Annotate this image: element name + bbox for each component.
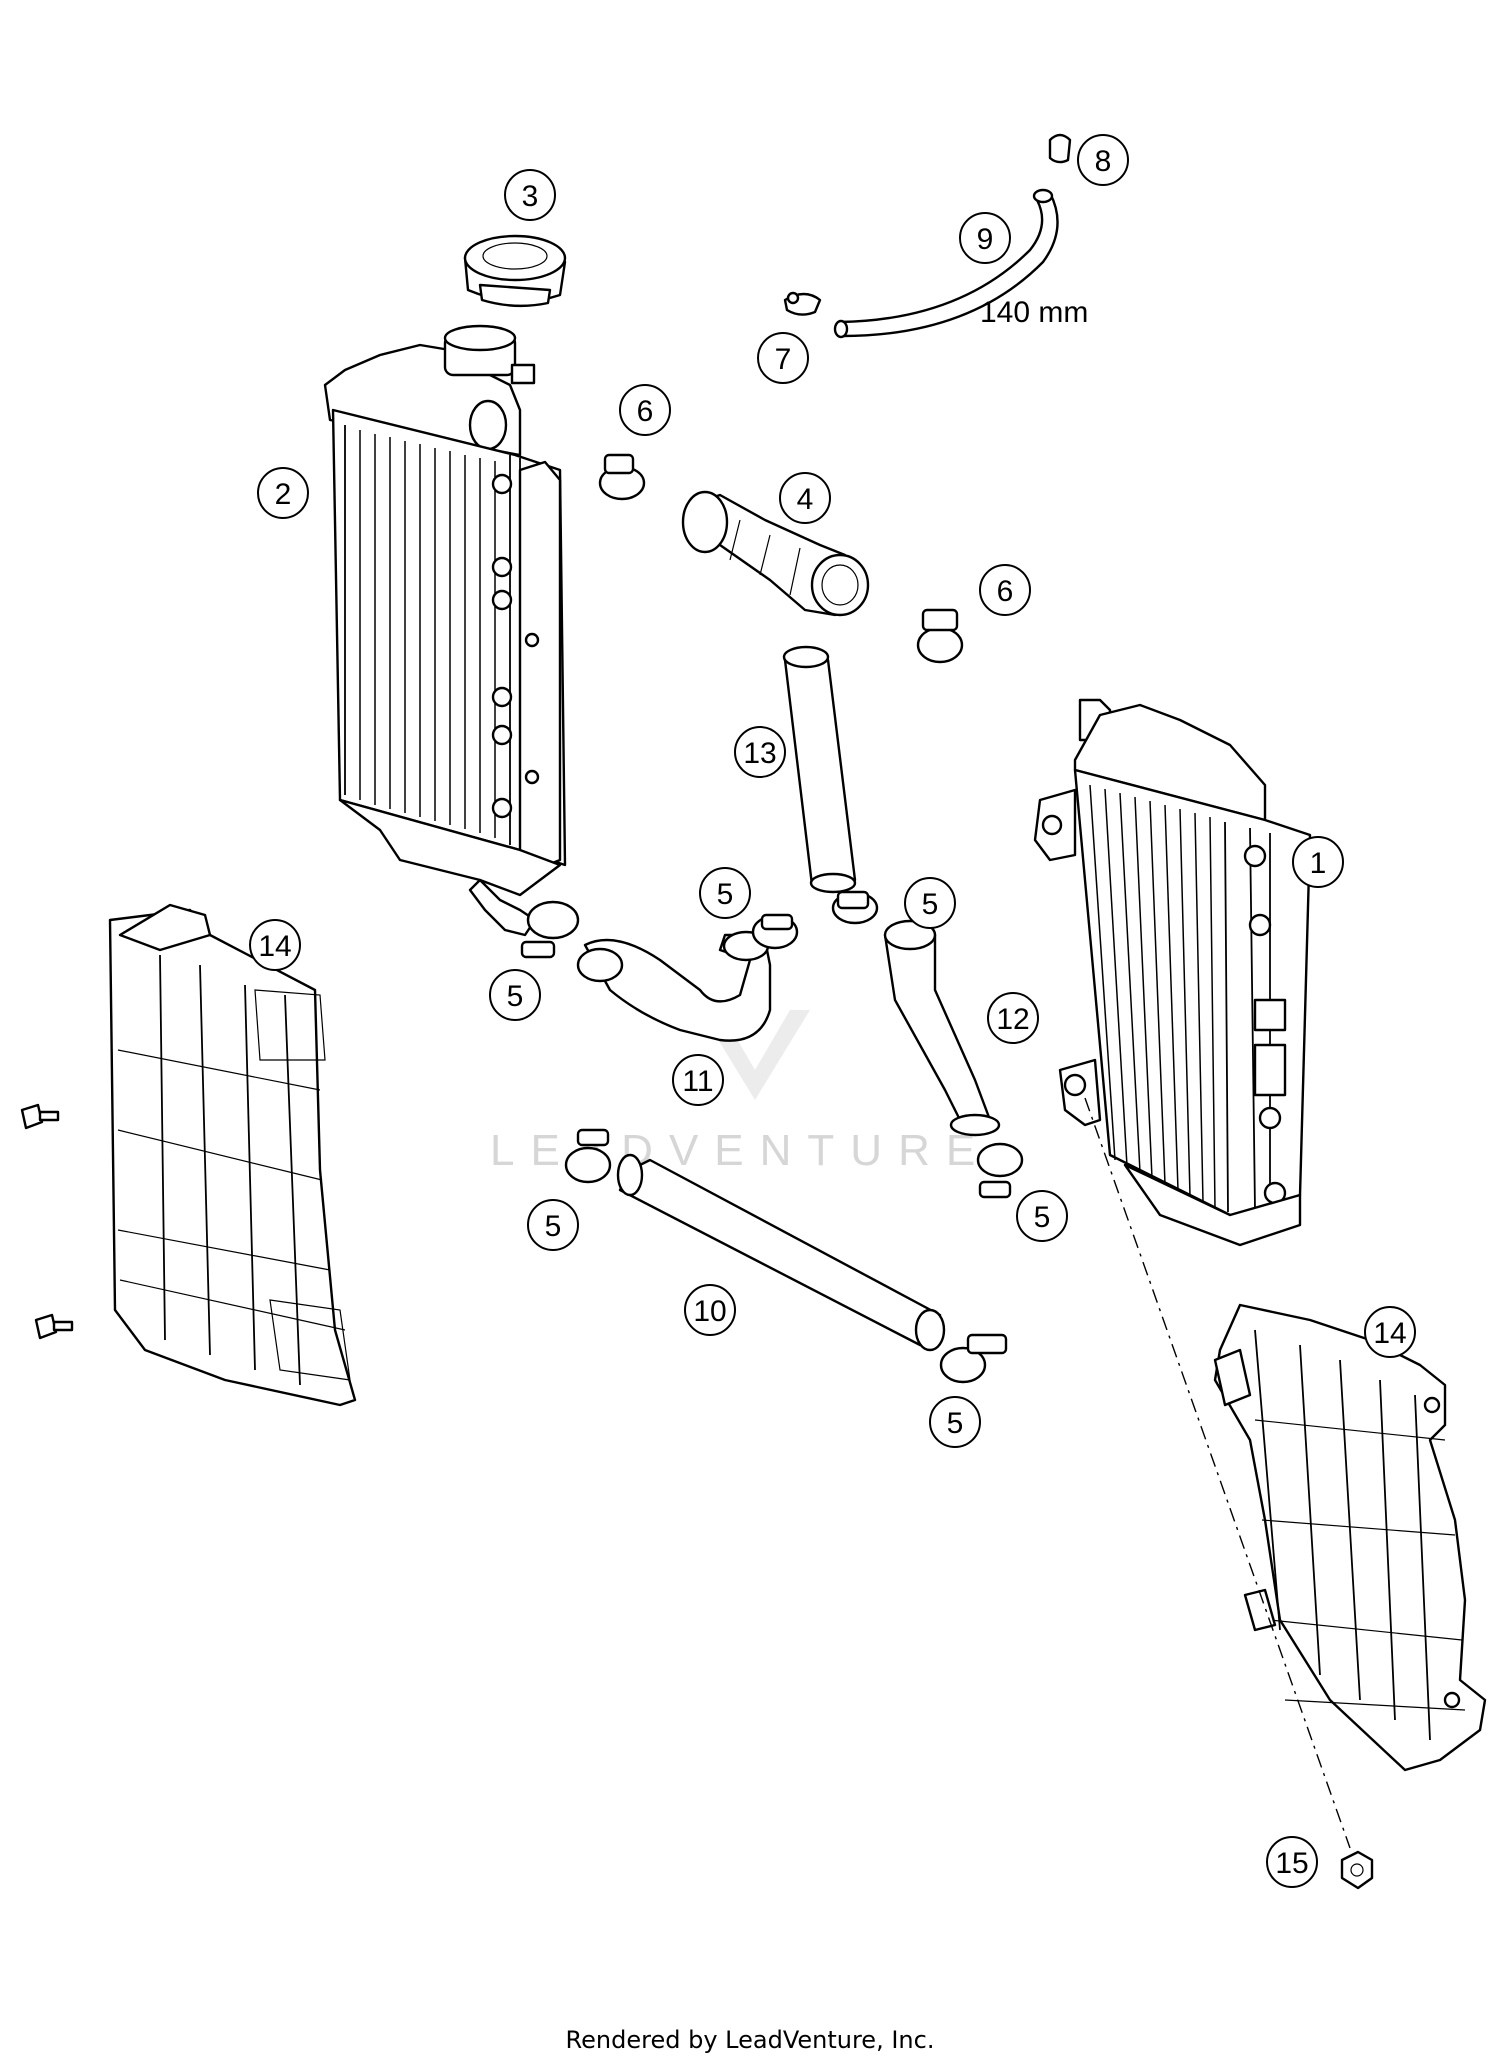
callout-1: 1 (1292, 836, 1344, 888)
callout-11: 11 (672, 1054, 724, 1106)
svg-text:11: 11 (682, 1065, 713, 1098)
callout-3: 3 (504, 169, 556, 221)
vent-hose-assembly (783, 133, 1072, 339)
callout-5-b: 5 (904, 877, 956, 929)
svg-text:1: 1 (1310, 847, 1327, 880)
svg-text:7: 7 (775, 343, 792, 376)
svg-text:15: 15 (1275, 1847, 1308, 1880)
svg-text:5: 5 (922, 888, 939, 921)
callout-12: 12 (987, 992, 1039, 1044)
thermostat-housing (681, 490, 870, 617)
svg-text:5: 5 (507, 980, 524, 1013)
svg-text:3: 3 (522, 180, 539, 213)
clamp-5-c (831, 890, 879, 925)
callout-2: 2 (257, 467, 309, 519)
callout-6-top: 6 (619, 384, 671, 436)
svg-text:2: 2 (275, 478, 292, 511)
callouts: 3 8 9 7 6 2 4 6 (249, 134, 1416, 1888)
right-radiator (1033, 698, 1312, 1247)
clamp-5-b (751, 913, 799, 950)
callout-8: 8 (1077, 134, 1129, 186)
clamp-5-f (939, 1333, 1008, 1384)
render-credit: Rendered by LeadVenture, Inc. (566, 2026, 935, 2054)
clamp-6-top (598, 453, 646, 501)
callout-4: 4 (779, 472, 831, 524)
svg-text:5: 5 (545, 1210, 562, 1243)
callout-5-d: 5 (527, 1199, 579, 1251)
upper-hose-bent (576, 930, 772, 1042)
callout-5-f: 5 (929, 1396, 981, 1448)
svg-text:14: 14 (258, 930, 291, 963)
callout-14-left: 14 (249, 919, 301, 971)
callout-5-c: 5 (489, 969, 541, 1021)
svg-text:6: 6 (997, 575, 1014, 608)
callout-14-right: 14 (1364, 1306, 1416, 1358)
clamp-5-a (520, 900, 580, 959)
svg-text:8: 8 (1095, 145, 1112, 178)
clamp-5-d (564, 1128, 612, 1184)
svg-text:14: 14 (1373, 1317, 1406, 1350)
left-radiator-shroud (108, 903, 357, 1407)
clamp-5-e (976, 1142, 1024, 1199)
svg-text:9: 9 (977, 223, 994, 256)
svg-text:13: 13 (743, 737, 776, 770)
bolt-upper (20, 1103, 60, 1130)
lower-hose-bent (883, 919, 1001, 1137)
callout-7: 7 (757, 332, 809, 384)
callout-13: 13 (734, 726, 786, 778)
callout-15: 15 (1266, 1836, 1318, 1888)
svg-text:5: 5 (1034, 1201, 1051, 1234)
mounting-nut (1340, 1850, 1374, 1890)
bolt-lower (34, 1313, 74, 1340)
radiator-cap (463, 234, 567, 308)
clamp-6-right (916, 608, 964, 664)
callout-5-a: 5 (699, 867, 751, 919)
svg-text:4: 4 (797, 483, 814, 516)
svg-text:10: 10 (693, 1295, 726, 1328)
right-radiator-shroud (1213, 1303, 1487, 1772)
left-radiator (323, 324, 567, 937)
svg-text:6: 6 (637, 395, 654, 428)
callout-5-e: 5 (1016, 1190, 1068, 1242)
callout-10: 10 (684, 1284, 736, 1336)
lower-hose-straight (616, 1153, 946, 1352)
svg-text:5: 5 (717, 878, 734, 911)
svg-text:5: 5 (947, 1407, 964, 1440)
svg-text:12: 12 (996, 1003, 1029, 1036)
callout-6-right: 6 (979, 564, 1031, 616)
hose-length-label: 140 mm (980, 296, 1088, 329)
left-shroud-bolts (20, 1103, 74, 1340)
hose-clamps (520, 453, 1024, 1384)
upper-hose-straight (782, 645, 857, 894)
callout-9: 9 (959, 212, 1011, 264)
assembly-leader-line (1084, 1097, 1351, 1849)
